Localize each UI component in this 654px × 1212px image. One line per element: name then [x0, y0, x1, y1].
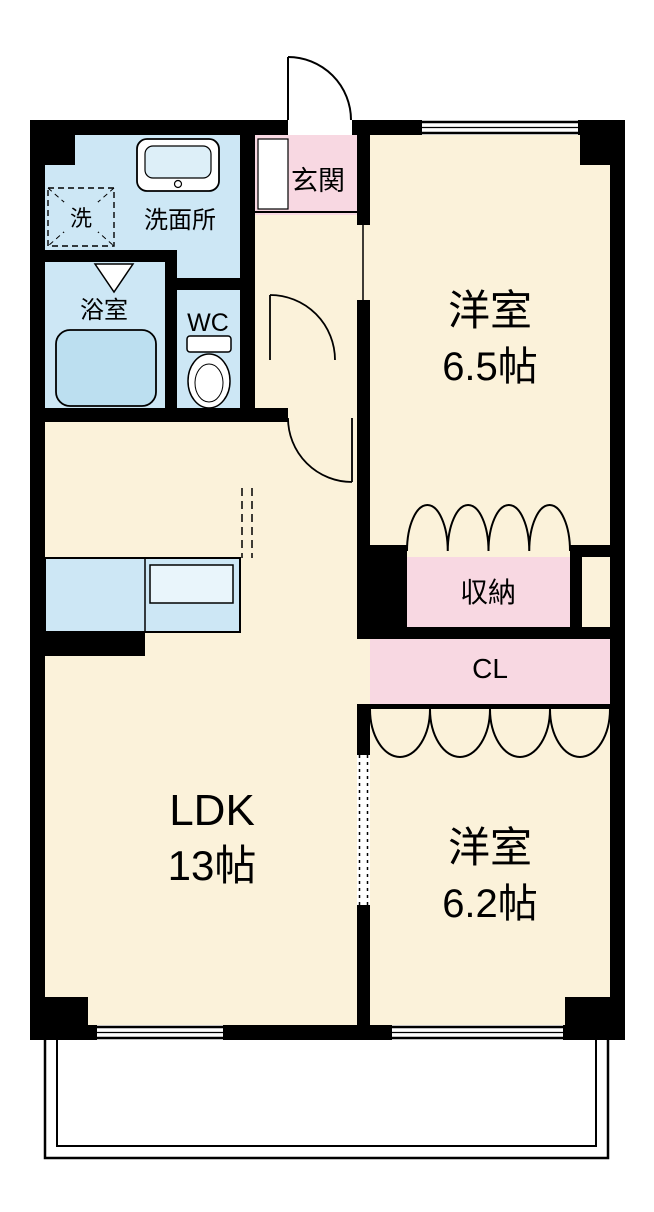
- vanity-sink-icon: [136, 138, 220, 192]
- door-swing-arc: [287, 417, 353, 483]
- wall-segment: [165, 250, 177, 415]
- label-bathroom: 浴室: [80, 297, 128, 324]
- shoe-cabinet: [257, 138, 289, 210]
- label-closet: CL: [472, 653, 508, 684]
- door-swing-arc: [269, 294, 336, 361]
- balcony-inner-rail: [56, 1040, 597, 1147]
- wall-segment: [357, 627, 610, 639]
- wall-segment: [45, 250, 165, 262]
- wall-segment: [570, 545, 610, 557]
- doors: [269, 56, 611, 758]
- laundry-label-mask: [64, 202, 98, 232]
- label-laundry: 洗: [70, 206, 92, 231]
- wall-segment: [223, 1025, 392, 1040]
- wall-segment: [357, 135, 370, 225]
- pillar: [565, 997, 625, 1040]
- toilet-icon: [186, 335, 232, 409]
- label-bedroom1-name: 洋室: [448, 287, 532, 334]
- wall-segment: [240, 135, 255, 415]
- laundry-space-icon: [47, 187, 115, 247]
- sink-basin: [144, 145, 212, 179]
- wall-segment: [352, 120, 422, 135]
- pillar: [580, 120, 625, 165]
- label-bedroom2-size: 6.2帖: [442, 882, 538, 926]
- label-ldk-size: 13帖: [168, 842, 257, 889]
- wall-segment: [570, 545, 582, 639]
- label-storage: 収納: [460, 577, 516, 608]
- wall-segment: [357, 905, 370, 1025]
- pillar: [30, 997, 88, 1040]
- storage-folding-door: [406, 504, 571, 552]
- pillar: [30, 120, 75, 165]
- sink-drain: [173, 179, 183, 189]
- windows: [97, 120, 578, 1040]
- label-washroom: 洗面所: [144, 207, 216, 234]
- wall-segment: [177, 278, 240, 290]
- ldk-door: [287, 417, 353, 483]
- wall-segment: [357, 704, 610, 709]
- kitchen-sink: [149, 564, 234, 604]
- bedroom2-folding-door: [369, 708, 611, 758]
- balcony-outer-rail: [43, 1040, 610, 1160]
- labels: 玄関 洗面所 洗 浴室 WC 洋室 6.5帖 収納 CL LDK 13帖 洋室 …: [70, 166, 538, 926]
- label-genkan: 玄関: [291, 166, 345, 196]
- wall-segment: [30, 408, 288, 422]
- label-bedroom2-name: 洋室: [448, 824, 532, 871]
- toilet-bowl: [187, 353, 231, 409]
- walls: [30, 120, 625, 1040]
- hallway-door: [269, 294, 336, 361]
- wall-segment: [357, 300, 370, 545]
- wall-segment: [45, 632, 145, 656]
- dashed-openings: [241, 488, 370, 905]
- closet-floor: [370, 639, 610, 704]
- door-swing-arc: [287, 56, 352, 121]
- shower-funnel-icon: [93, 263, 135, 294]
- toilet-seat: [194, 363, 224, 403]
- balcony: [43, 1040, 610, 1160]
- laundry-diagonal: [47, 187, 115, 247]
- fixtures: [44, 138, 357, 633]
- wall-segment: [357, 545, 407, 639]
- entrance-door: [287, 56, 352, 121]
- laundry-diagonal: [47, 187, 115, 247]
- wall-segment: [30, 120, 288, 135]
- window-bedroom2-bottom: [392, 1025, 563, 1040]
- label-bedroom1-size: 6.5帖: [442, 345, 538, 389]
- wall-segment: [357, 704, 370, 755]
- storage-floor: [407, 557, 570, 627]
- label-toilet: WC: [187, 309, 229, 337]
- kitchen-counter: [44, 557, 241, 633]
- laundry-box: [47, 187, 115, 247]
- bathtub-icon: [55, 329, 157, 407]
- window-ldk-bottom: [97, 1025, 223, 1040]
- genkan-fixtures: [255, 138, 357, 213]
- window-bedroom1-top: [422, 120, 578, 135]
- wall-segment: [610, 120, 625, 1040]
- wall-segment: [30, 120, 45, 1040]
- toilet-tank: [186, 335, 232, 353]
- label-ldk-name: LDK: [169, 786, 255, 835]
